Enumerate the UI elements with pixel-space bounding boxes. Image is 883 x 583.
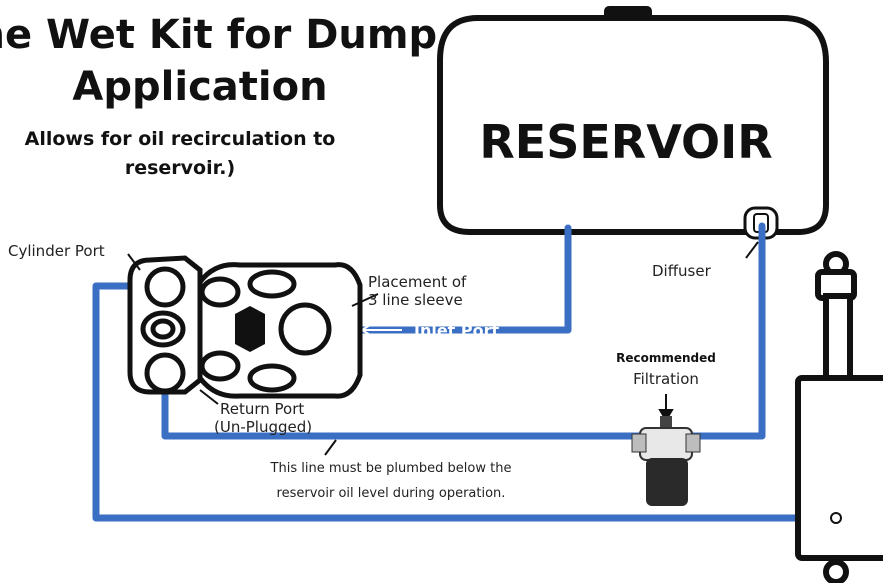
leader-arrows xyxy=(127,241,759,456)
inlet-port-label: Inlet Port xyxy=(414,321,500,340)
hydraulic-cylinder xyxy=(795,251,883,583)
recommended-label: Recommended xyxy=(616,351,716,365)
placement-label-line2: 3 line sleeve xyxy=(368,291,463,309)
title-line2: Application xyxy=(72,64,328,110)
return-port-label-line2: (Un-Plugged) xyxy=(214,418,312,436)
diffuser-label: Diffuser xyxy=(652,262,712,280)
note-line2: reservoir oil level during operation. xyxy=(277,486,506,501)
hex-nut xyxy=(235,306,265,352)
valve-body xyxy=(127,255,363,399)
cylinder-port-label: Cylinder Port xyxy=(8,242,105,260)
filter xyxy=(631,416,701,506)
filtration-label: Filtration xyxy=(633,370,699,388)
return-port-label-line1: Return Port xyxy=(220,400,304,418)
subtitle-line1: Allows for oil recirculation to xyxy=(24,128,336,150)
diffuser-line xyxy=(161,222,766,440)
subtitle-line2: reservoir.) xyxy=(124,157,236,179)
reservoir-tank xyxy=(437,6,829,240)
placement-label-line1: Placement of xyxy=(368,273,467,291)
note-line1: This line must be plumbed below the xyxy=(270,461,512,476)
reservoir-label: RESERVOIR xyxy=(479,115,772,169)
title-line1: ine Wet Kit for Dump xyxy=(0,12,438,58)
